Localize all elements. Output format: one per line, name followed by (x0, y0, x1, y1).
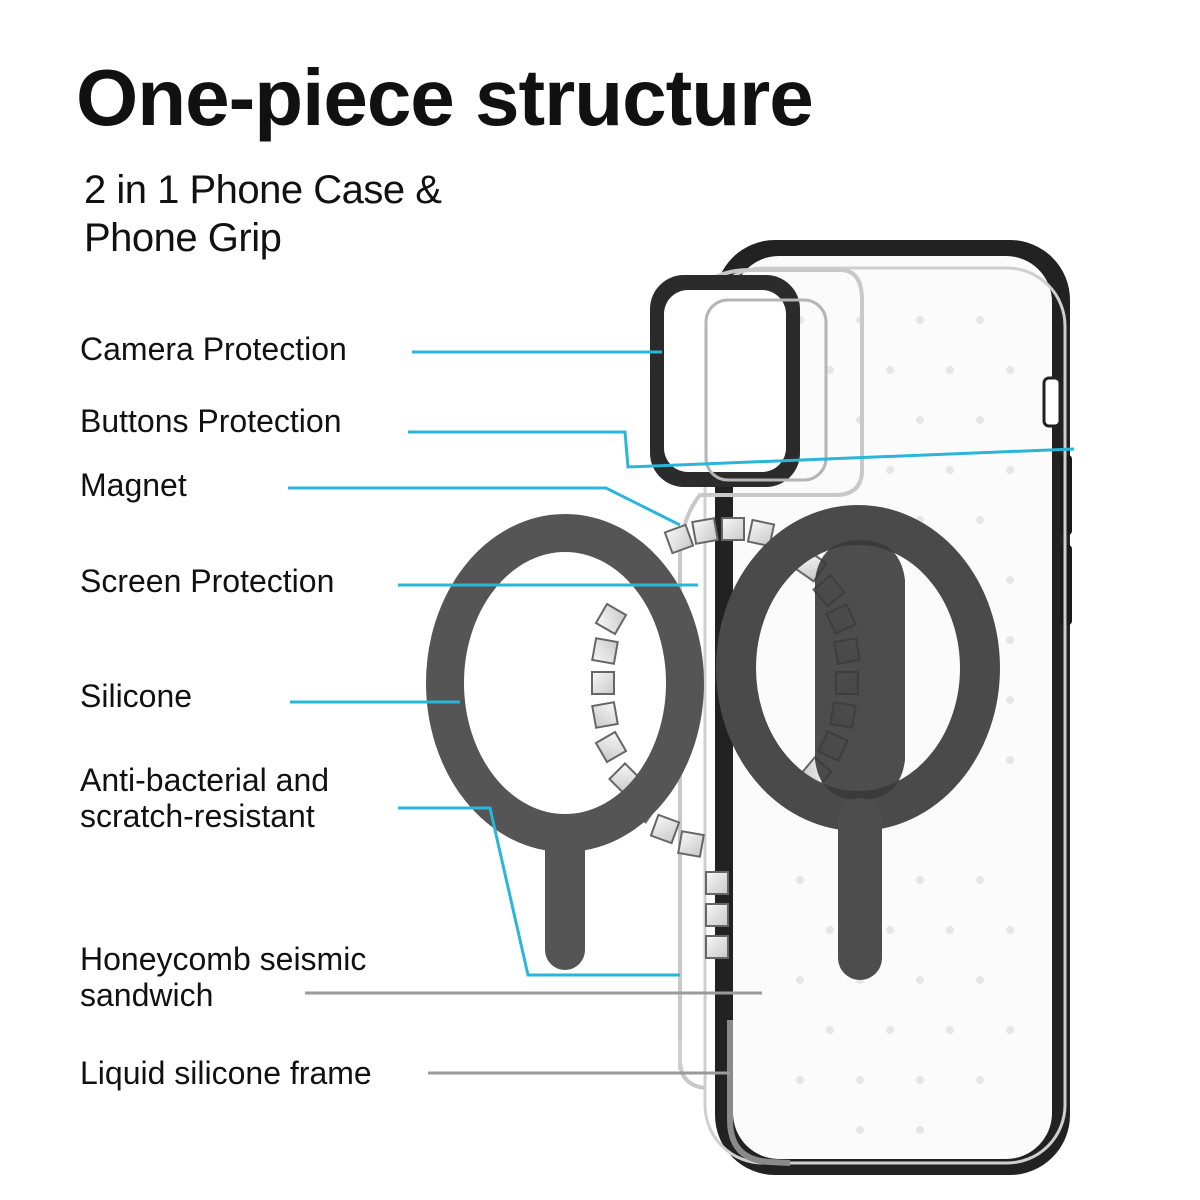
label-text: Screen Protection (80, 563, 335, 599)
label-text: Liquid silicone frame (80, 1055, 372, 1091)
label-text: Honeycomb seismic (80, 941, 367, 977)
magnet-leader (288, 486, 681, 527)
subtitle: 2 in 1 Phone Case & Phone Grip (84, 166, 442, 262)
subtitle-line: Phone Grip (84, 216, 282, 260)
button-cutout (1042, 376, 1062, 428)
subtitle-line: 2 in 1 Phone Case & (84, 168, 442, 212)
camera-protection-frame (650, 275, 828, 487)
label-screen-protection: Screen Protection (80, 563, 334, 599)
silicone-grip-left (426, 514, 704, 970)
front-clear-layer (678, 268, 864, 1090)
page-title: One-piece structure (76, 53, 814, 142)
label-magnet: Magnet (80, 467, 187, 503)
label-camera-protection: Camera Protection (80, 331, 347, 367)
silicone-grip-right (716, 505, 1000, 980)
anti-bacterial-leader (398, 806, 680, 977)
buttons-protection-leader (408, 430, 1075, 469)
label-liquid-silicone-frame: Liquid silicone frame (80, 1055, 372, 1091)
label-text: scratch-resistant (80, 798, 315, 834)
label-text: Buttons Protection (80, 403, 342, 439)
label-text: Silicone (80, 678, 193, 714)
label-text: Camera Protection (80, 331, 347, 367)
leader-lines (288, 350, 1075, 977)
label-text: Magnet (80, 467, 187, 503)
label-silicone: Silicone (80, 678, 192, 714)
gray-leader-lines (305, 991, 762, 1075)
label-honeycomb: Honeycomb seismic sandwich (80, 941, 366, 1013)
label-buttons-protection: Buttons Protection (80, 403, 341, 439)
label-text: Anti-bacterial and (80, 762, 330, 798)
transparent-back-layer (703, 266, 1067, 1166)
label-anti-bacterial: Anti-bacterial and scratch-resistant (80, 762, 329, 834)
label-text: sandwich (80, 977, 214, 1013)
